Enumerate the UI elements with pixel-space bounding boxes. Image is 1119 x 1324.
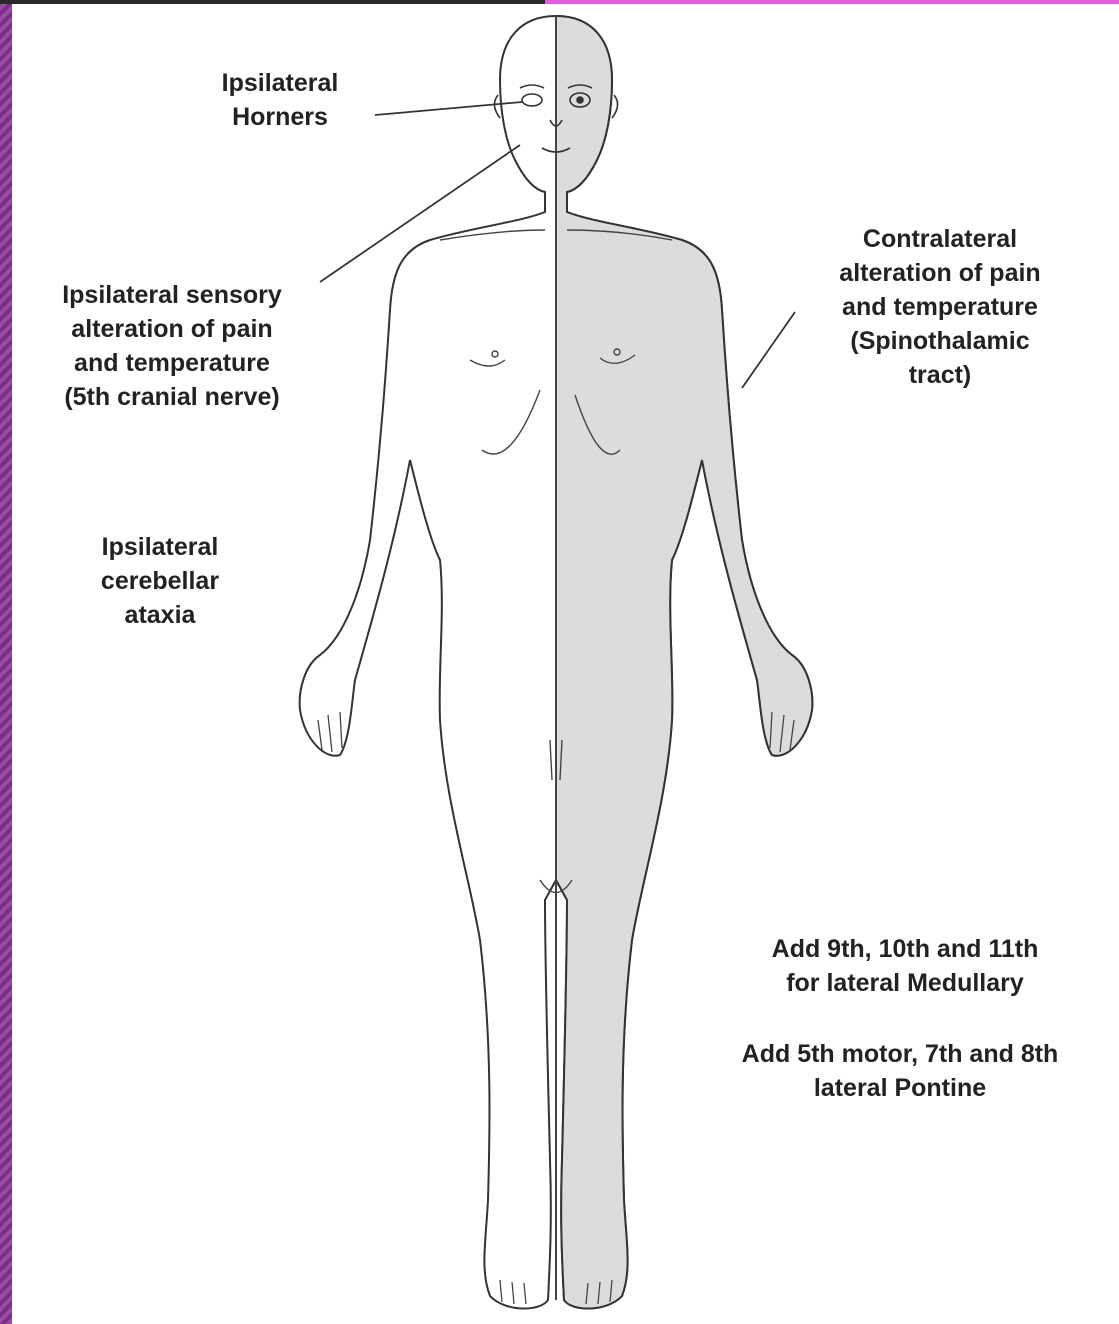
top-bar-dark xyxy=(0,0,545,4)
label-ipsilateral-sensory: Ipsilateral sensory alteration of pain a… xyxy=(62,281,282,411)
label-lateral-medullary: Add 9th, 10th and 11th for lateral Medul… xyxy=(771,935,1039,997)
sensory-leader-line xyxy=(319,144,521,283)
label-ipsilateral-cerebellar-ataxia: Ipsilateral cerebellar ataxia xyxy=(100,533,220,629)
horners-leader-line xyxy=(374,101,523,116)
contralateral-leader-line xyxy=(741,311,796,389)
label-contralateral-spinothalamic: Contralateral alteration of pain and tem… xyxy=(839,225,1041,389)
label-ipsilateral-horners: Ipsilateral Horners xyxy=(221,69,339,131)
torso-details xyxy=(439,229,673,894)
face-features xyxy=(493,84,619,153)
extremity-details xyxy=(317,711,795,1305)
decorative-side-band xyxy=(0,0,12,1324)
label-lateral-pontine: Add 5th motor, 7th and 8th lateral Ponti… xyxy=(741,1040,1059,1102)
top-bar-accent xyxy=(545,0,1119,4)
